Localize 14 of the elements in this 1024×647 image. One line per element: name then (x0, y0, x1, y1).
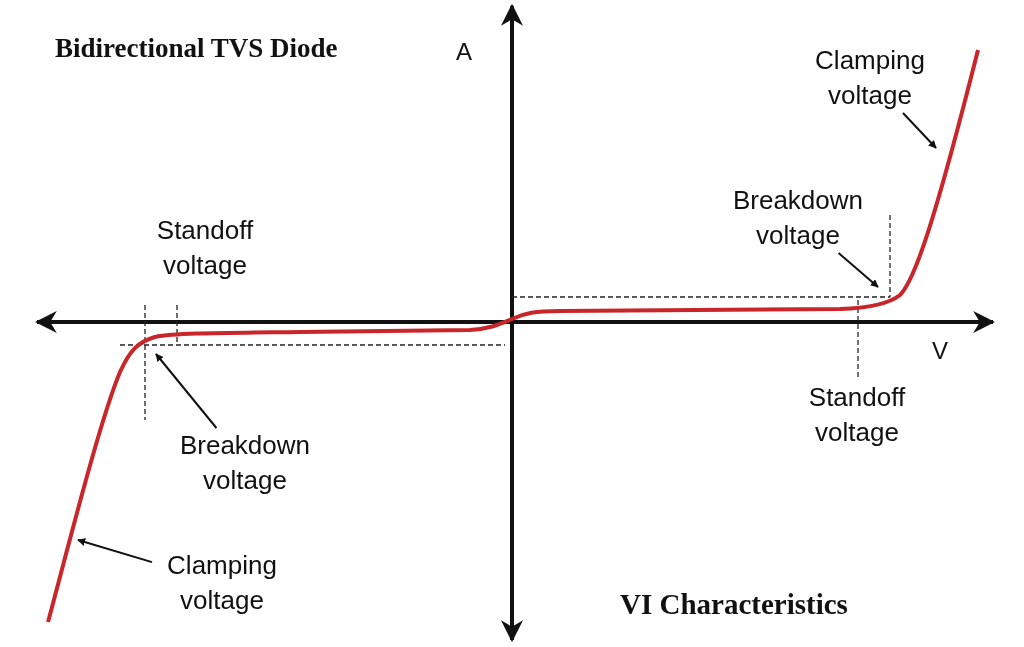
leader-arrow (837, 252, 879, 288)
annotation-text: Breakdown voltage (175, 428, 315, 498)
annotation-text: Standoff voltage (807, 381, 907, 449)
leader-arrow (77, 538, 153, 564)
annotation-text: Clamping voltage (800, 43, 940, 113)
chart-title: Bidirectional TVS Diode (55, 33, 338, 64)
annotation-text: Clamping voltage (152, 548, 292, 618)
leader-arrow (155, 353, 218, 429)
chart-caption: VI Characteristics (620, 588, 848, 621)
axis-label: A (455, 37, 473, 67)
annotation-text: Breakdown voltage (728, 183, 868, 253)
axis-label: V (931, 336, 949, 366)
annotation-text: Standoff voltage (155, 214, 255, 282)
leader-arrow (902, 112, 937, 149)
